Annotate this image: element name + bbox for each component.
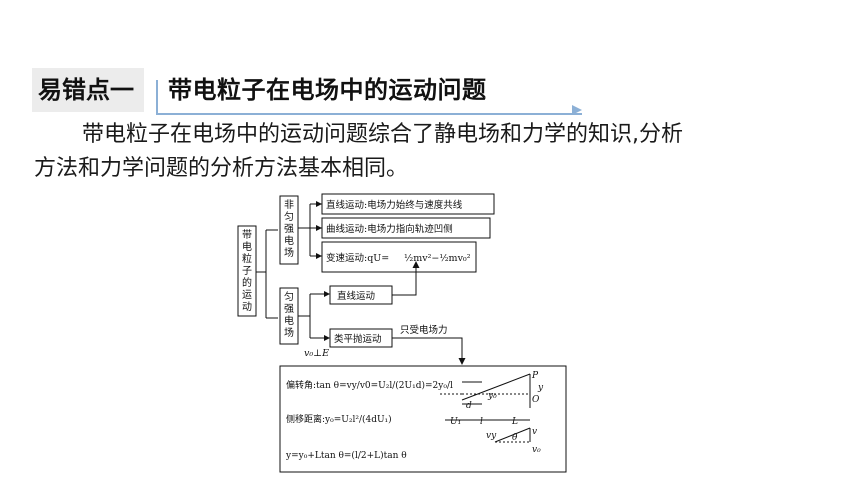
text-straight: 直线运动:电场力始终与速度共线	[326, 199, 463, 211]
text-curve: 曲线运动:电场力指向轨迹凹侧	[326, 223, 453, 235]
root-char-3: 粒	[242, 252, 252, 265]
text-variable-prefix: 变速运动:qU=	[326, 252, 389, 264]
nonuniform-char-4: 电	[284, 234, 294, 247]
nonuniform-char-2: 匀	[284, 211, 294, 223]
label-P: P	[531, 371, 539, 381]
section-title: 带电粒子在电场中的运动问题	[168, 76, 487, 104]
label-L: L	[511, 417, 518, 427]
text-uniform-straight: 直线运动	[337, 290, 375, 302]
root-char-7: 动	[242, 301, 252, 313]
nonuniform-char-5: 场	[284, 246, 294, 259]
label-y: y	[537, 383, 544, 393]
root-char-2: 电	[242, 240, 252, 253]
section-header: 易错点一 带电粒子在电场中的运动问题	[32, 68, 582, 115]
label-d: d	[466, 401, 472, 411]
label-v: v	[532, 427, 537, 437]
nonuniform-box	[279, 195, 299, 265]
section-tag: 易错点一	[32, 68, 144, 112]
root-box	[237, 225, 257, 317]
paragraph-line-2: 方法和力学问题的分析方法基本相同。	[34, 156, 409, 181]
nonuniform-char-3: 强	[284, 223, 294, 235]
deflection-sketch	[440, 373, 531, 443]
label-v0: v₀	[532, 445, 541, 455]
root-char-1: 带	[242, 229, 252, 241]
concept-diagram: 带 电 粒 子 的 运 动 非 匀 强 电 场 匀 强 电 场 直线运动:电场力…	[230, 190, 570, 480]
intro-paragraph: 带电粒子在电场中的运动问题综合了静电场和力学的知识,分析 方法和力学问题的分析方…	[34, 118, 824, 186]
uniform-char-4: 场	[284, 326, 294, 339]
diagram-svg: 带 电 粒 子 的 运 动 非 匀 强 电 场 匀 强 电 场 直线运动:电场力…	[237, 193, 567, 473]
header-arrow-icon	[572, 105, 582, 115]
uniform-char-1: 匀	[284, 291, 294, 303]
formula-box	[279, 365, 567, 473]
uniform-char-2: 强	[284, 303, 294, 315]
label-U1: U₁	[450, 417, 461, 427]
root-char-4: 子	[242, 265, 252, 277]
label-l: l	[480, 417, 483, 427]
label-vy: vy	[486, 431, 497, 441]
text-variable-formula: ½mv²−½mv₀²	[404, 253, 471, 264]
nonuniform-char-1: 非	[284, 199, 294, 211]
text-v0-perp-e: v₀⊥E	[304, 348, 329, 359]
uniform-char-3: 电	[284, 314, 294, 327]
label-theta: θ	[512, 433, 518, 443]
root-char-6: 运	[242, 289, 252, 301]
label-O: O	[532, 395, 540, 405]
formula-total: y=y₀+Ltan θ=(l/2+L)tan θ	[285, 450, 407, 461]
formula-offset: 侧移距离:y₀=U₂l²/(4dU₁)	[286, 413, 392, 425]
formula-deflection-angle: 偏转角:tan θ=vy/v0=U₂l/(2U₁d)=2y₀/l	[286, 379, 453, 391]
label-y0: y₀	[487, 391, 497, 401]
header-divider	[156, 80, 158, 114]
root-char-5: 的	[242, 276, 252, 289]
header-underline	[156, 113, 582, 115]
paragraph-line-1: 带电粒子在电场中的运动问题综合了静电场和力学的知识,分析	[82, 122, 683, 147]
text-only-field: 只受电场力	[400, 324, 448, 336]
box-variable	[321, 241, 477, 273]
text-projectile: 类平抛运动	[334, 333, 382, 345]
